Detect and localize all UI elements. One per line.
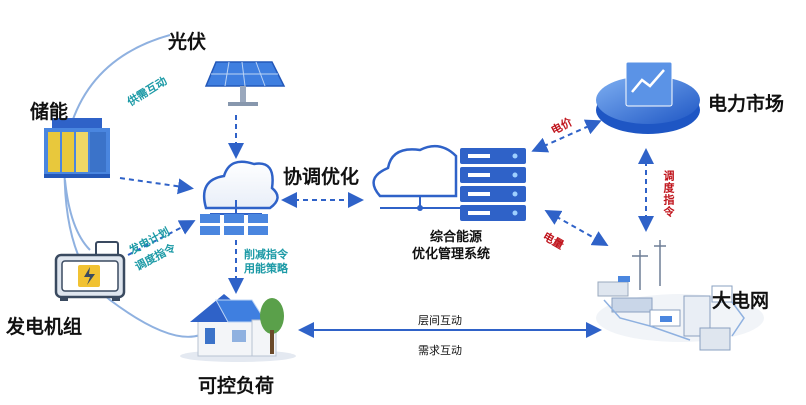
- arrow-system-grid: [544, 210, 609, 246]
- edge-layer-interaction: 层间互动: [418, 315, 462, 327]
- curve-storage-generator: [64, 179, 91, 251]
- management-system-icon: [372, 144, 526, 221]
- market-icon: [596, 61, 700, 134]
- generator-label: 发电机组: [6, 317, 83, 338]
- load-label: 可控负荷: [198, 376, 275, 397]
- arrow-storage-cloud: [119, 177, 194, 195]
- system-label-line1: 综合能源: [430, 229, 483, 244]
- coordination-label: 协调优化: [283, 167, 360, 188]
- edge-demand-interaction: 需求互动: [418, 345, 462, 357]
- outer-curve-left: [63, 34, 201, 338]
- arrow-generator-cloud: [127, 220, 196, 256]
- solar-panel-icon: [204, 61, 286, 106]
- house-icon: [180, 294, 296, 362]
- storage-label: 储能: [30, 102, 69, 123]
- system-label-line2: 优化管理系统: [412, 246, 491, 261]
- edge-usage-strategy: 用能策略: [244, 263, 288, 275]
- market-label: 电力市场: [708, 94, 785, 115]
- grid-icon: [596, 240, 764, 351]
- arrow-system-market: [531, 119, 602, 153]
- edge-dispatch-right: 调度指令: [662, 170, 674, 218]
- cloud-hub-icon: [200, 160, 279, 235]
- edge-cut-command: 削减指令: [244, 249, 288, 261]
- solar-label: 光伏: [168, 32, 207, 53]
- grid-label: 大电网: [712, 291, 770, 312]
- generator-icon: [54, 241, 126, 301]
- storage-icon: [44, 118, 110, 178]
